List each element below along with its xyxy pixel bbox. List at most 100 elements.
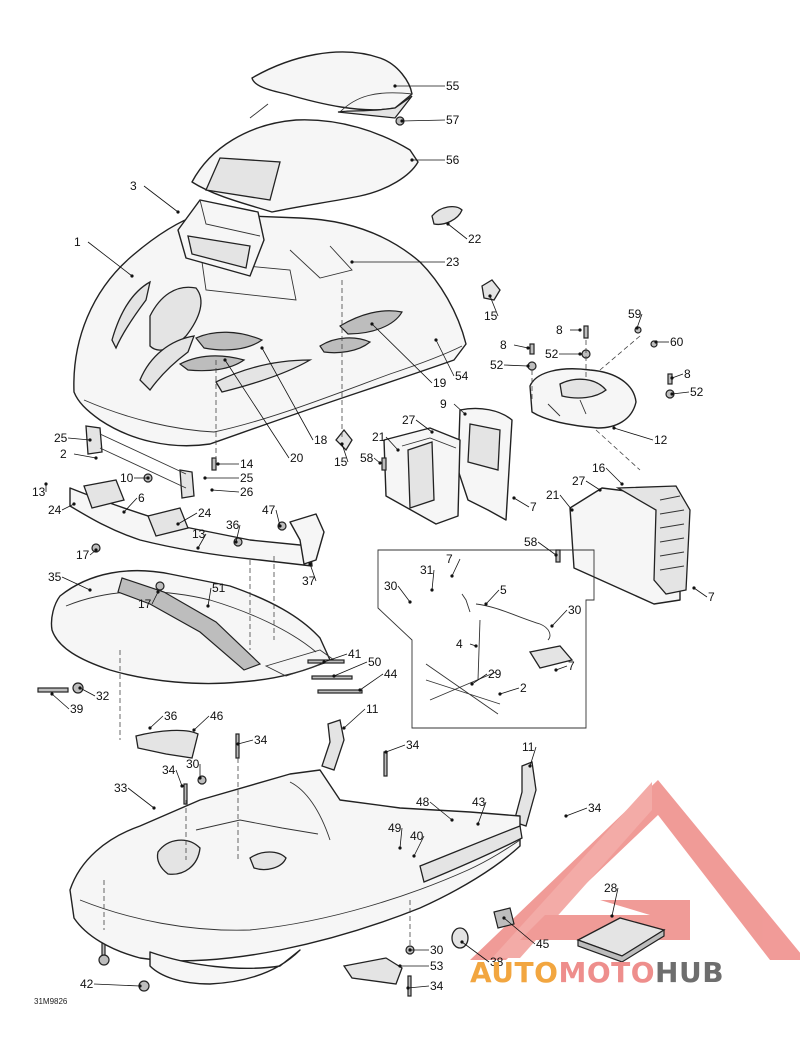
callout-dot — [278, 524, 282, 528]
watermark-hub: HUB — [655, 956, 724, 989]
callout-43: 43 — [472, 795, 487, 826]
callout-30: 30 — [186, 757, 202, 780]
callout-number: 41 — [348, 647, 362, 661]
callout-49: 49 — [388, 821, 403, 850]
callout-19: 19 — [370, 322, 447, 390]
callout-number: 7 — [708, 590, 715, 604]
callout-leader — [151, 591, 159, 605]
callout-13: 13 — [32, 482, 48, 499]
callout-33: 33 — [114, 781, 156, 810]
callout-number: 34 — [430, 979, 444, 993]
callout-dot — [398, 964, 402, 968]
callout-number: 19 — [433, 376, 447, 390]
callout-leader — [489, 295, 499, 317]
callout-number: 31 — [420, 563, 434, 577]
callout-leader — [413, 835, 425, 857]
callout-leader — [513, 344, 529, 349]
callout-dot — [398, 846, 402, 850]
callout-number: 17 — [76, 548, 90, 562]
callout-dot — [554, 668, 558, 672]
callout-15: 15 — [334, 442, 349, 469]
callout-number: 37 — [302, 574, 316, 588]
callout-dot — [578, 328, 582, 332]
callout-leader — [93, 983, 141, 987]
callout-34: 34 — [384, 738, 420, 754]
callout-dot — [512, 496, 516, 500]
callout-dot — [474, 644, 478, 648]
callout-34: 34 — [406, 979, 444, 993]
callout-number: 29 — [488, 667, 502, 681]
callout-leader — [503, 917, 536, 945]
callout-number: 27 — [402, 413, 416, 427]
part-22 — [431, 205, 463, 226]
callout-dot — [406, 986, 410, 990]
callout-40: 40 — [410, 829, 425, 858]
callout-number: 21 — [546, 488, 560, 502]
callout-24: 24 — [176, 506, 212, 526]
callout-dot — [350, 260, 354, 264]
callout-dot — [412, 854, 416, 858]
callout-dot — [122, 510, 126, 514]
callout-number: 49 — [388, 821, 402, 835]
callout-52: 52 — [545, 347, 582, 361]
lower-hull-33 — [69, 769, 521, 985]
callout-leader — [611, 887, 619, 917]
callout-leader — [613, 427, 654, 441]
callout-number: 1 — [74, 235, 81, 249]
callout-8: 8 — [500, 338, 530, 352]
callout-dot — [460, 940, 464, 944]
callout-dot — [94, 548, 98, 552]
storage-cover-12 — [529, 368, 637, 429]
callout-dot — [612, 426, 616, 430]
callout-dot — [260, 346, 264, 350]
callout-number: 27 — [572, 474, 586, 488]
callout-dot — [192, 728, 196, 732]
callout-dot — [378, 461, 382, 465]
callout-leader — [431, 569, 435, 591]
callout-leader — [73, 453, 97, 459]
pad-28 — [576, 917, 666, 963]
inset-detail — [377, 549, 595, 729]
callout-2: 2 — [498, 681, 527, 696]
callout-number: 4 — [456, 637, 463, 651]
bin-9 — [457, 407, 513, 521]
callout-dot — [148, 726, 152, 730]
callout-34: 34 — [236, 733, 268, 747]
callout-dot — [570, 508, 574, 512]
callout-dot — [130, 274, 134, 278]
callout-8: 8 — [556, 323, 582, 337]
callout-54: 54 — [434, 338, 469, 383]
callout-11: 11 — [522, 740, 537, 768]
callout-dot — [502, 916, 506, 920]
callout-leader — [537, 541, 557, 556]
callout-number: 2 — [60, 447, 67, 461]
callout-dot — [370, 322, 374, 326]
callout-number: 52 — [490, 358, 504, 372]
drawing-code: 31M9826 — [34, 997, 68, 1006]
callout-dot — [176, 522, 180, 526]
callout-leader — [177, 512, 198, 525]
callout-number: 55 — [446, 79, 460, 93]
callout-leader — [61, 503, 75, 511]
callout-16: 16 — [592, 461, 624, 486]
callout-number: 34 — [588, 801, 602, 815]
callout-55: 55 — [393, 79, 460, 93]
callout-dot — [488, 294, 492, 298]
callout-number: 15 — [484, 309, 498, 323]
callout-3: 3 — [130, 179, 180, 214]
callout-dot — [223, 358, 227, 362]
callout-dot — [308, 562, 312, 566]
callout-47: 47 — [262, 503, 282, 528]
callout-dot — [234, 540, 238, 544]
callout-48: 48 — [416, 795, 454, 822]
callout-number: 6 — [138, 491, 145, 505]
callout-52: 52 — [490, 358, 530, 372]
callout-35: 35 — [48, 570, 92, 592]
callout-number: 3 — [130, 179, 137, 193]
bracket-11-right — [513, 761, 537, 827]
callout-number: 43 — [472, 795, 486, 809]
callout-dot — [358, 688, 362, 692]
callout-leader — [429, 801, 453, 821]
callout-number: 30 — [568, 603, 582, 617]
callout-number: 28 — [604, 881, 618, 895]
